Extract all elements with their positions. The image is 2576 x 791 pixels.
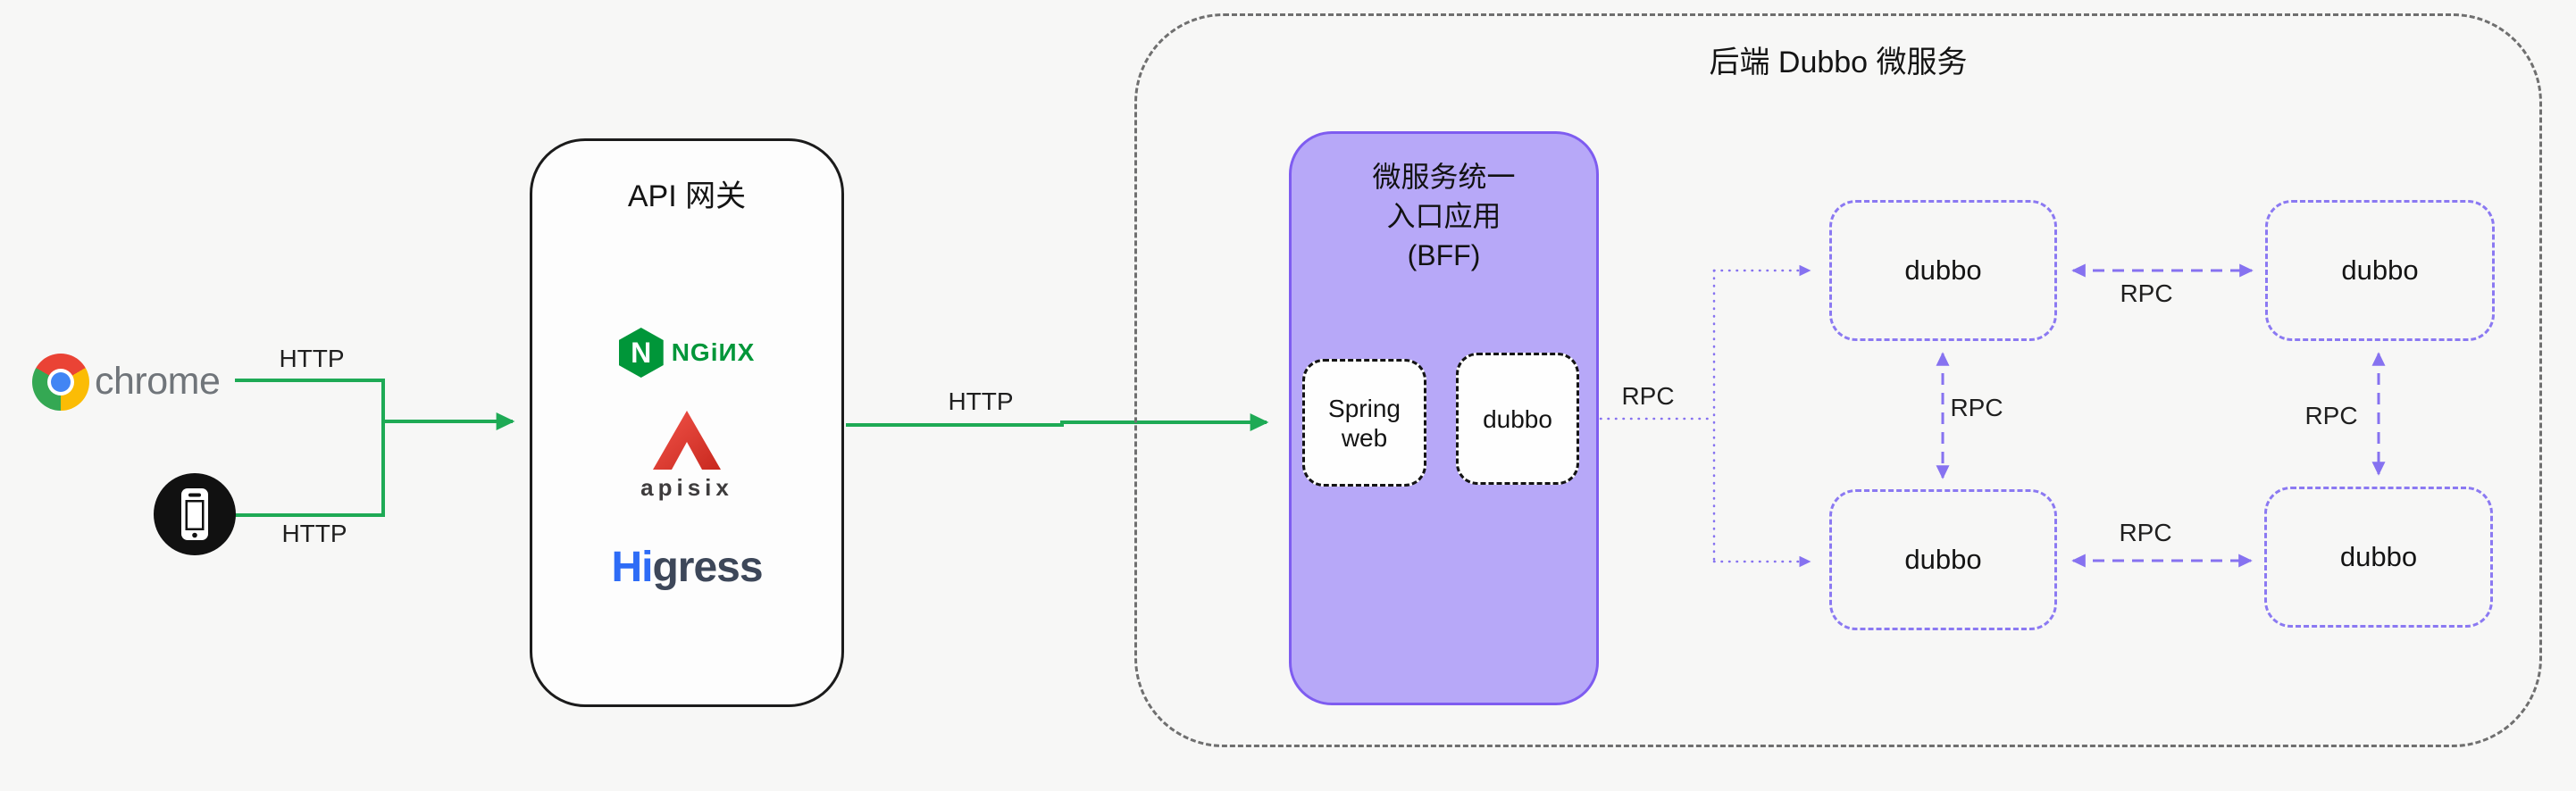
rpc-label-top-pair: RPC (2120, 279, 2173, 307)
mobile-phone-icon (154, 473, 236, 555)
rpc-label-bottom-pair: RPC (2119, 519, 2172, 546)
http-label-gateway: HTTP (948, 387, 1014, 415)
apisix-triangle-icon (653, 411, 721, 470)
dubbo-service-top-left: dubbo (1829, 200, 2057, 341)
http-label-chrome: HTTP (279, 345, 345, 372)
dubbo-service-bottom-right: dubbo (2264, 487, 2493, 628)
dubbo-service-top-right: dubbo (2265, 200, 2495, 341)
bff-title-line1: 微服务统一 (1372, 161, 1516, 193)
bff-title-line3: (BFF) (1407, 239, 1481, 271)
rpc-label-left-pair: RPC (1950, 394, 2003, 421)
http-label-mobile: HTTP (281, 520, 347, 547)
bff-module-dubbo: dubbo (1456, 353, 1579, 485)
nginx-logo-text: NGiИX (671, 338, 756, 366)
bff-module-spring-web: Spring web (1302, 359, 1426, 487)
higress-logo: Higress (530, 543, 844, 592)
api-gateway-title: API 网关 (627, 179, 747, 213)
bff-title: 微服务统一 入口应用 (BFF) (1289, 157, 1599, 275)
nginx-logo: N NGiИX (530, 327, 844, 379)
backend-dubbo-title: 后端 Dubbo 微服务 (1709, 46, 1968, 79)
wire-clients-merge (235, 379, 385, 517)
rpc-label-bff: RPC (1621, 382, 1675, 410)
chrome-icon (32, 354, 89, 411)
nginx-hexagon-icon: N (618, 328, 664, 378)
bff-title-line2: 入口应用 (1386, 200, 1501, 232)
higress-logo-gress: gress (652, 544, 763, 591)
apisix-logo: apisix (530, 409, 844, 502)
chrome-label: chrome (95, 360, 221, 403)
rpc-label-right-pair: RPC (2304, 402, 2358, 429)
backend-dubbo-container (1134, 13, 2542, 747)
dubbo-service-bottom-left: dubbo (1829, 489, 2057, 630)
apisix-logo-text: apisix (640, 474, 733, 501)
higress-logo-hi: Hi (611, 544, 653, 591)
